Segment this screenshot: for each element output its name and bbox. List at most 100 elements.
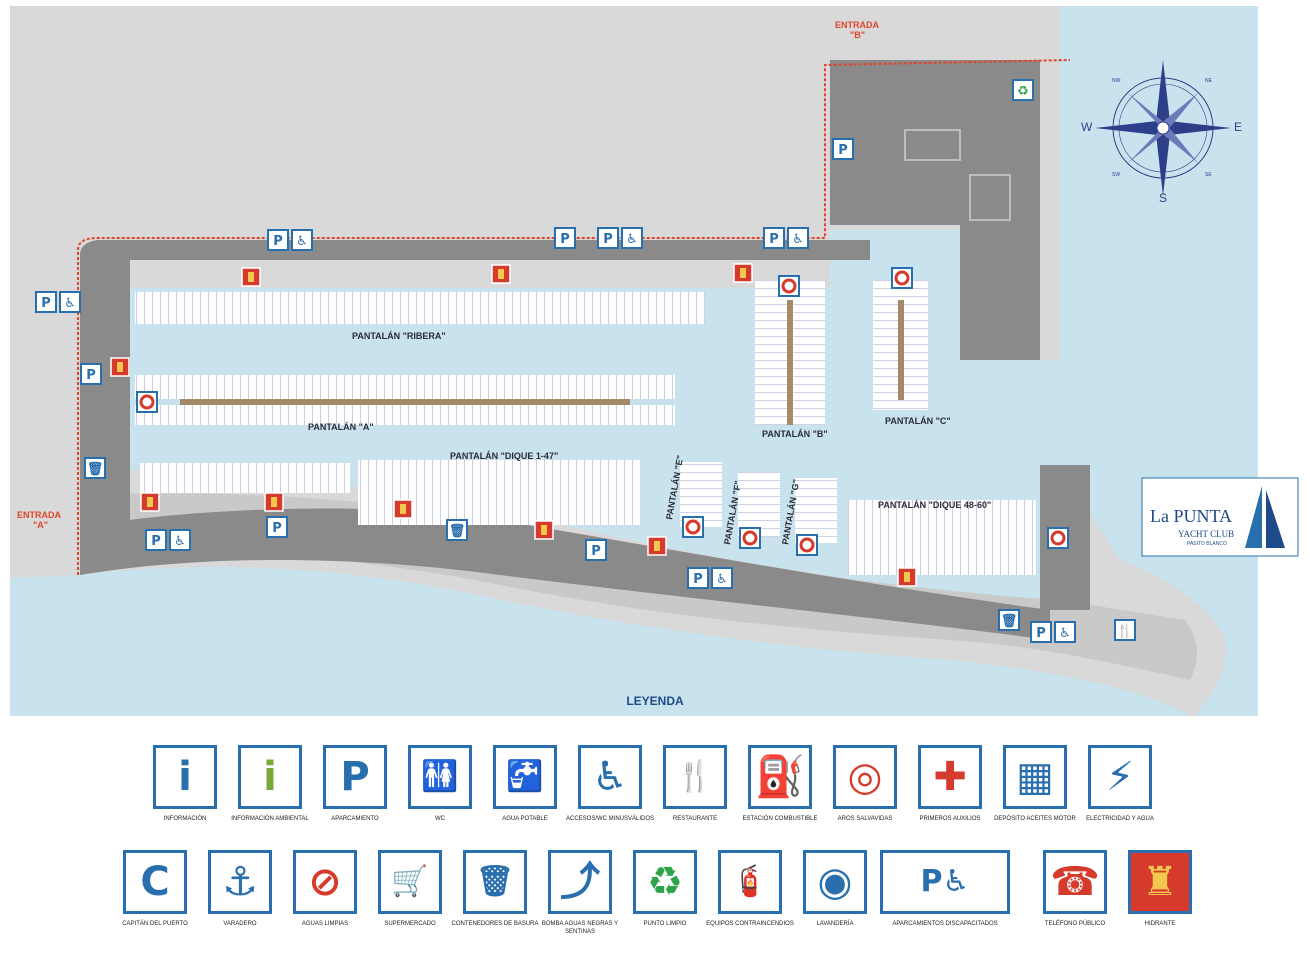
legend-item-laundry: ◉ LAVANDERÍA (790, 850, 880, 928)
clean-water-icon: ⊘ (308, 859, 342, 905)
parking-icon: P (603, 232, 613, 247)
lifebuoy-icon (1050, 530, 1066, 546)
recycle-icon: ♻ (1017, 84, 1029, 99)
legend-item-lifebuoy: ◎AROS SALVAVIDAS (820, 745, 910, 823)
marina-map: PANTALÁN "RIBERA" PANTALÁN "A" PANTALÁN … (10, 6, 1299, 716)
wheelchair-icon: ♿ (626, 232, 638, 247)
top-building-2 (969, 174, 1011, 221)
wheelchair-marker (59, 291, 81, 313)
legend-item-water-tap: 🚰AGUA POTABLE (480, 745, 570, 823)
restaurant-icon: 🍴 (676, 759, 714, 794)
info-icon: i (178, 754, 192, 800)
wc-icon: 🚻 (421, 759, 459, 794)
logo-place: PASITO BLANCO (1187, 541, 1227, 547)
recycle-icon: ♻ (647, 859, 683, 905)
legend-item-wc: 🚻 WC (395, 745, 485, 823)
harbour-master-icon: C (140, 859, 170, 905)
legend-item-boatyard: ⚓VARADERO (195, 850, 285, 928)
legend-label: LAVANDERÍA (816, 921, 854, 927)
entrance-b-line1: ENTRADA (835, 20, 879, 30)
legend-item-clean-water: ⊘ AGUAS LIMPIAS (280, 850, 370, 928)
parking-icon: P (591, 544, 601, 559)
trash-icon: 🗑 (475, 864, 515, 899)
parking-marker (585, 539, 607, 561)
parking-marker (35, 291, 57, 313)
pontoon-a-walk (180, 399, 630, 405)
laundry-icon: ◉ (817, 859, 853, 905)
disabled-parking-icon: P♿ (920, 864, 970, 899)
trash-marker (998, 609, 1020, 631)
legend-item-disabled-parking: P♿APARCAMIENTOS DISCAPACITADOS (880, 850, 1010, 928)
lifebuoy-icon (139, 394, 155, 410)
trash-marker (84, 457, 106, 479)
hydrant-icon (498, 269, 504, 279)
legend-label: WC (435, 816, 445, 822)
parking-marker (597, 227, 619, 249)
compass-se: SE (1205, 172, 1212, 178)
parking-marker (1030, 621, 1052, 643)
water-tap-icon: 🚰 (506, 759, 544, 794)
phone-icon: ☎ (1050, 859, 1100, 905)
compass-nw: NW (1112, 78, 1121, 84)
legend-label: HIDRANTE (1144, 921, 1176, 927)
legend-item-trash: 🗑 CONTENEDORES DE BASURA (450, 850, 540, 928)
legend-label: INFORMACIÓN AMBIENTAL (231, 816, 309, 822)
legend-item-extinguisher: 🧯EQUIPOS CONTRAINCENDIOS (705, 850, 795, 928)
parking-marker (763, 227, 785, 249)
legend-label: CAPITÁN DEL PUERTO (122, 921, 188, 927)
legend-title: LEYENDA (626, 694, 684, 708)
parking-marker (687, 567, 709, 589)
lifebuoy-icon (781, 278, 797, 294)
legend-label: APARCAMIENTO (331, 816, 379, 822)
hydrant-icon (541, 525, 547, 535)
pontoon-f-slips (738, 472, 780, 537)
parking-marker (554, 227, 576, 249)
hydrant-icon (904, 572, 910, 582)
wheelchair-icon: ♿ (716, 572, 728, 587)
entrance-b-line2: "B" (850, 30, 865, 40)
lifebuoy-icon (894, 270, 910, 286)
legend-label: SUPERMERCADO (384, 921, 436, 927)
parking-icon: P (41, 296, 51, 311)
legend-item-restaurant: 🍴 RESTAURANTE (650, 745, 740, 823)
trash-icon: 🗑 (1001, 613, 1018, 629)
pump-icon: ⤴ (560, 859, 600, 905)
legend-item-first-aid: ✚PRIMEROS AUXILIOS (905, 745, 995, 823)
legend-item-supermarket: 🛒SUPERMERCADO (365, 850, 455, 928)
parking-marker (832, 138, 854, 160)
legend-label: AROS SALVAVIDAS (837, 816, 893, 822)
fuel-icon: ⛽ (755, 754, 805, 800)
legend-item-recycle: ♻PUNTO LIMPIO (620, 850, 710, 928)
entrance-a-line2: "A" (33, 520, 48, 530)
la-punta-logo (1141, 477, 1299, 557)
legend-label: RESTAURANTE (672, 816, 718, 822)
parking-icon: P (273, 234, 283, 249)
pontoon-dique48-slips (848, 500, 1036, 575)
hydrant-icon: ♜ (1142, 859, 1178, 905)
legend-item-electricity-water: ⚡ELECTRICIDAD Y AGUA (1075, 745, 1165, 823)
legend-label: AGUAS LIMPIAS (301, 921, 349, 927)
legend-label: INFORMACIÓN (163, 816, 207, 822)
hydrant-icon (400, 504, 406, 514)
pontoon-ribera-label: PANTALÁN "RIBERA" (352, 331, 446, 341)
boatyard-icon: ⚓ (222, 859, 258, 905)
trash-icon: 🗑 (87, 461, 104, 477)
boundary-line (77, 59, 1071, 575)
hydrant-icon (654, 541, 660, 551)
parking-marker (267, 229, 289, 251)
oil-deposit-icon: ▦ (1016, 754, 1054, 800)
legend-item-fuel: ⛽ESTACIÓN COMBUSTIBLE (735, 745, 825, 823)
logo-title: La PUNTA (1150, 506, 1232, 526)
parking-icon: P (838, 143, 848, 158)
parking-icon: P (86, 368, 96, 383)
legend-item-wheelchair: ♿ACCESOS/WC MINUSVÁLIDOS (565, 745, 655, 823)
hydrant-icon (271, 497, 277, 507)
pontoon-a-slips-top (135, 375, 675, 399)
hydrant-icon (117, 362, 123, 372)
pontoon-c-label: PANTALÁN "C" (885, 416, 951, 426)
parking-marker (145, 529, 167, 551)
legend-label: CONTENEDORES DE BASURA (451, 921, 539, 927)
wheelchair-icon: ♿ (592, 754, 628, 800)
